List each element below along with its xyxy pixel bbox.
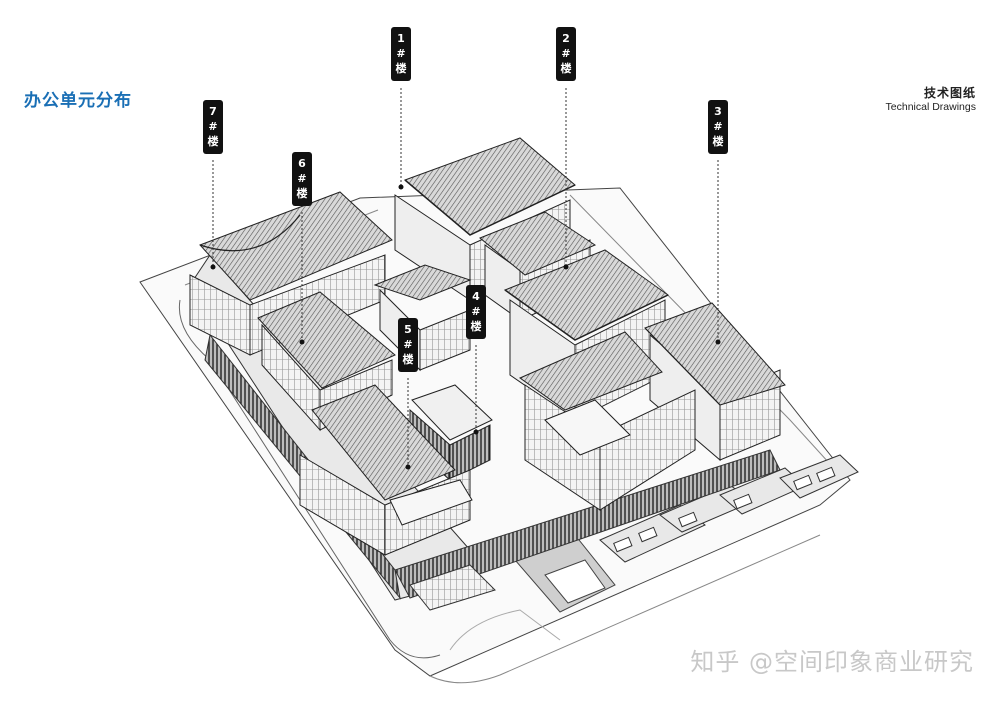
technical-drawings-label: 技术图纸 Technical Drawings [886, 84, 976, 113]
tag-suffix: 楼 [395, 62, 407, 75]
tag-number: 4 [472, 290, 480, 303]
tag-number: 2 [562, 32, 570, 45]
building-tag-3: 3 # 楼 [708, 100, 728, 154]
building-tag-4: 4 # 楼 [466, 285, 486, 339]
building-tag-2: 2 # 楼 [556, 27, 576, 81]
tag-hash: # [396, 47, 406, 60]
building-tag-6: 6 # 楼 [292, 152, 312, 206]
page-title: 办公单元分布 [24, 91, 132, 111]
tag-number: 1 [397, 32, 405, 45]
tag-hash: # [297, 172, 307, 185]
tag-suffix: 楼 [207, 135, 219, 148]
tag-suffix: 楼 [560, 62, 572, 75]
parking-lot [599, 454, 859, 563]
tag-number: 3 [714, 105, 722, 118]
building-tag-7: 7 # 楼 [203, 100, 223, 154]
tag-suffix: 楼 [402, 353, 414, 366]
tag-suffix: 楼 [712, 135, 724, 148]
leader-dots [210, 184, 721, 470]
tag-number: 7 [209, 105, 217, 118]
tag-number: 6 [298, 157, 306, 170]
tag-number: 5 [404, 323, 412, 336]
technical-drawings-cn: 技术图纸 [923, 86, 976, 100]
tag-suffix: 楼 [470, 320, 482, 333]
building-tag-5: 5 # 楼 [398, 318, 418, 372]
entrance-plaza [514, 534, 616, 613]
tag-suffix: 楼 [296, 187, 308, 200]
tag-hash: # [208, 120, 218, 133]
tag-hash: # [471, 305, 481, 318]
building-5 [299, 384, 473, 556]
tag-hash: # [403, 338, 413, 351]
watermark: 知乎 @空间印象商业研究 [690, 648, 974, 676]
building-tag-1: 1 # 楼 [391, 27, 411, 81]
technical-drawings-en: Technical Drawings [885, 101, 976, 113]
tag-hash: # [713, 120, 723, 133]
leader-lines [212, 88, 719, 465]
tag-hash: # [561, 47, 571, 60]
building-front-right [518, 331, 696, 511]
